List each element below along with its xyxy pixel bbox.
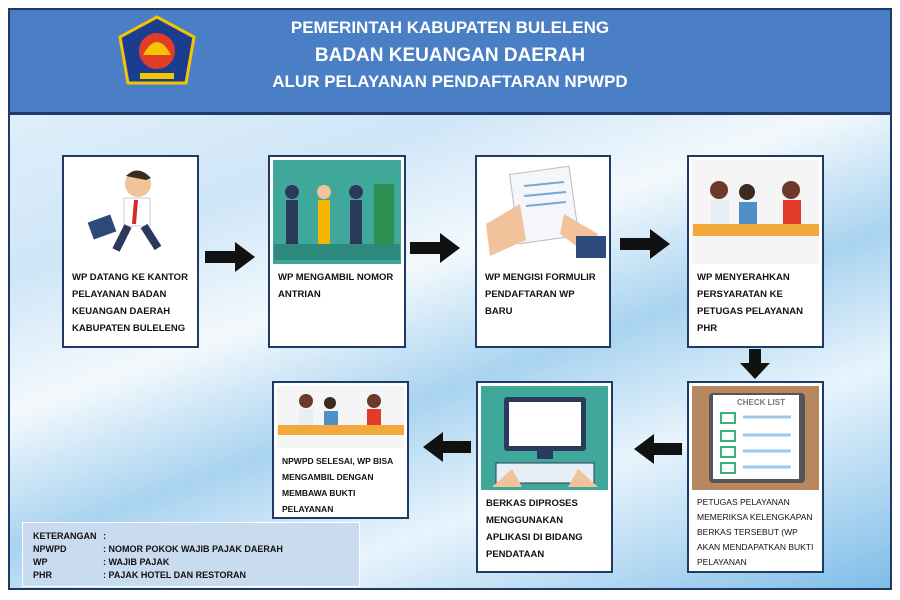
arrow-left-icon bbox=[423, 432, 471, 462]
checklist-title: CHECK LIST bbox=[737, 398, 785, 407]
legend-term: WP bbox=[33, 557, 48, 567]
step-6-card: BERKAS DIPROSES MENGGUNAKAN APLIKASI DI … bbox=[476, 381, 613, 573]
step-4-caption: WP MENYERAHKAN PERSYARATAN KE PETUGAS PE… bbox=[697, 272, 803, 334]
legend-term: PHR bbox=[33, 570, 53, 580]
step-2-card: WP MENGAMBIL NOMOR ANTRIAN bbox=[268, 155, 406, 348]
queue-icon bbox=[273, 160, 401, 264]
step-2-caption: WP MENGAMBIL NOMOR ANTRIAN bbox=[278, 272, 394, 300]
header-line1: PEMERINTAH KABUPATEN BULELENG bbox=[290, 18, 610, 37]
running-man-icon bbox=[67, 160, 194, 264]
service-desk-icon bbox=[277, 386, 404, 448]
step-5-card: CHECK LIST PETUGAS PELAYANAN MEMERIKSA K… bbox=[687, 381, 824, 573]
legend-def: : PAJAK HOTEL DAN RESTORAN bbox=[103, 570, 247, 580]
step-1-caption: WP DATANG KE KANTOR PELAYANAN BADAN KEUA… bbox=[72, 272, 188, 334]
buleleng-logo-icon bbox=[118, 15, 196, 85]
step-1-card: WP DATANG KE KANTOR PELAYANAN BADAN KEUA… bbox=[62, 155, 199, 348]
legend-term: NPWPD bbox=[33, 544, 67, 554]
legend-title: KETERANGAN bbox=[33, 531, 97, 541]
arrow-right-icon bbox=[410, 233, 460, 263]
header-line3: ALUR PELAYANAN PENDAFTARAN NPWPD bbox=[272, 72, 628, 91]
checklist-icon: CHECK LIST bbox=[692, 386, 819, 490]
legend-box: KETERANGAN: NPWPD : NOMOR POKOK WAJIB PAJ… bbox=[22, 522, 360, 587]
arrow-right-icon bbox=[205, 242, 255, 272]
arrow-left-icon bbox=[634, 434, 682, 464]
legend-def: : WAJIB PAJAK bbox=[103, 557, 170, 567]
form-writing-icon bbox=[480, 160, 606, 264]
legend-def: : NOMOR POKOK WAJIB PAJAK DAERAH bbox=[103, 544, 283, 554]
step-3-caption: WP MENGISI FORMULIR PENDAFTARAN WP BARU bbox=[485, 272, 596, 317]
step-6-caption: BERKAS DIPROSES MENGGUNAKAN APLIKASI DI … bbox=[486, 498, 583, 560]
step-5-caption: PETUGAS PELAYANAN MEMERIKSA KELENGKAPAN … bbox=[697, 497, 814, 567]
step-7-card: NPWPD SELESAI, WP BISA MENGAMBIL DENGAN … bbox=[272, 381, 409, 519]
step-4-card: WP MENYERAHKAN PERSYARATAN KE PETUGAS PE… bbox=[687, 155, 824, 348]
step-7-caption: NPWPD SELESAI, WP BISA MENGAMBIL DENGAN … bbox=[282, 456, 393, 514]
arrow-down-icon bbox=[740, 349, 770, 379]
header-line2: BADAN KEUANGAN DAERAH bbox=[314, 45, 586, 66]
arrow-right-icon bbox=[620, 229, 670, 259]
legend-colon: : bbox=[103, 531, 106, 541]
step-3-card: WP MENGISI FORMULIR PENDAFTARAN WP BARU bbox=[475, 155, 611, 348]
service-desk-icon bbox=[692, 160, 819, 264]
computer-icon bbox=[481, 386, 608, 490]
